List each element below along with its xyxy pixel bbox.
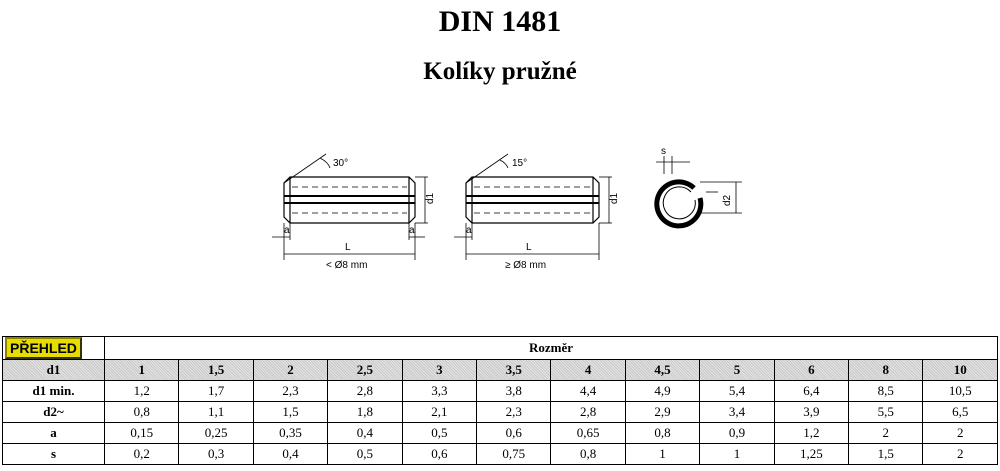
table-cell: 4,4: [550, 380, 626, 402]
group-header: Rozměr: [104, 336, 998, 360]
row-label: s: [2, 443, 105, 465]
table-cell: 0,8: [624, 422, 701, 444]
table-cell: 2,3: [252, 380, 329, 402]
section-s-label: s: [661, 146, 666, 157]
cross-section-drawing: [654, 156, 742, 229]
row-label: a: [2, 422, 105, 444]
table-cell: 3,4: [699, 401, 775, 423]
technical-drawing: 30° a a L d1 < Ø8 mm 15° a L d1 ≥ Ø8 mm: [272, 146, 742, 271]
table-row: s 0,2 0,3 0,4 0,5 0,6 0,75 0,8 1 1 1,25 …: [2, 443, 998, 465]
table-cell: 0,15: [103, 422, 180, 444]
table-cell: 4: [550, 359, 626, 381]
table-cell: 2: [922, 422, 998, 444]
table-cell: 8,5: [848, 380, 924, 402]
table-cell: 1,25: [773, 443, 850, 465]
table-cell: 2: [252, 359, 329, 381]
row-label: d1: [2, 359, 105, 381]
table-cell: 6,5: [922, 401, 998, 423]
table-cell: 0,6: [401, 443, 478, 465]
table-cell: 0,3: [178, 443, 254, 465]
table-cell: 10,5: [922, 380, 998, 402]
table-cell: 1,2: [773, 422, 850, 444]
pin-large-range-label: ≥ Ø8 mm: [505, 260, 546, 271]
table-cell: 0,5: [327, 443, 403, 465]
table-cell: 1,5: [178, 359, 254, 381]
table-cell: 0,25: [178, 422, 254, 444]
section-d2-label: d2: [722, 194, 733, 206]
table-cell: 3,5: [476, 359, 552, 381]
table-cell: 1,5: [848, 443, 924, 465]
table-cell: 0,65: [550, 422, 626, 444]
table-cell: 0,4: [252, 443, 329, 465]
table-cell: 1,7: [178, 380, 254, 402]
row-label: d1 min.: [2, 380, 105, 402]
table-cell: 0,75: [476, 443, 552, 465]
table-cell: 4,9: [624, 380, 701, 402]
page-title: DIN 1481: [438, 5, 562, 38]
pin-large-angle-label: 15°: [512, 158, 527, 169]
table-cell: 2,9: [624, 401, 701, 423]
table-cell: 1,2: [103, 380, 180, 402]
dimension-table: PŘEHLED Rozměr d1 1 1,5 2 2,5 3 3,5 4 4,…: [2, 336, 998, 465]
pin-large-a-label: a: [466, 225, 472, 236]
table-cell: 1,8: [327, 401, 403, 423]
table-cell: 2: [922, 443, 998, 465]
table-cell: 4,5: [624, 359, 701, 381]
table-cell: 10: [922, 359, 998, 381]
table-cell: 2,8: [327, 380, 403, 402]
pin-small-angle-label: 30°: [333, 158, 348, 169]
pin-small-d1-label: d1: [425, 192, 436, 204]
pin-small-a-left-label: a: [284, 225, 290, 236]
table-row: d1 min. 1,2 1,7 2,3 2,8 3,3 3,8 4,4 4,9 …: [2, 380, 998, 402]
table-cell: 5,5: [848, 401, 924, 423]
page-subtitle: Kolíky pružné: [423, 58, 577, 85]
table-cell: 6: [773, 359, 850, 381]
table-cell: 1: [699, 443, 775, 465]
pin-small-range-label: < Ø8 mm: [326, 260, 367, 271]
table-cell: 3,3: [401, 380, 478, 402]
pin-large-d1-label: d1: [609, 192, 620, 204]
table-row: d2~ 0,8 1,1 1,5 1,8 2,1 2,3 2,8 2,9 3,4 …: [2, 401, 998, 423]
table-row: d1 1 1,5 2 2,5 3 3,5 4 4,5 5 6 8 10: [2, 359, 998, 381]
pin-small-a-right-label: a: [409, 225, 415, 236]
table-cell: 0,8: [550, 443, 626, 465]
table-cell: 1,1: [178, 401, 254, 423]
overview-button[interactable]: PŘEHLED: [5, 337, 82, 359]
table-cell: 1: [624, 443, 701, 465]
table-cell: 3: [401, 359, 478, 381]
table-cell: 0,6: [476, 422, 552, 444]
table-cell: 1: [103, 359, 180, 381]
overview-cell: PŘEHLED: [2, 336, 105, 360]
table-cell: 2,1: [401, 401, 478, 423]
table-cell: 1,5: [252, 401, 329, 423]
table-cell: 2,5: [327, 359, 403, 381]
table-cell: 0,8: [103, 401, 180, 423]
table-cell: 0,5: [401, 422, 478, 444]
table-cell: 0,9: [699, 422, 775, 444]
pin-large-L-label: L: [526, 242, 532, 253]
table-cell: 5,4: [699, 380, 775, 402]
table-cell: 2,8: [550, 401, 626, 423]
table-row: a 0,15 0,25 0,35 0,4 0,5 0,6 0,65 0,8 0,…: [2, 422, 998, 444]
table-cell: 8: [848, 359, 924, 381]
table-cell: 0,35: [252, 422, 329, 444]
pin-small-L-label: L: [345, 242, 351, 253]
table-cell: 0,4: [327, 422, 403, 444]
pin-large-drawing: [454, 153, 612, 260]
table-cell: 2,3: [476, 401, 552, 423]
table-cell: 0,2: [103, 443, 180, 465]
pin-small-drawing: [272, 153, 428, 260]
row-label: d2~: [2, 401, 105, 423]
table-cell: 2: [848, 422, 924, 444]
table-cell: 3,9: [773, 401, 850, 423]
table-cell: 5: [699, 359, 775, 381]
table-cell: 3,8: [476, 380, 552, 402]
table-cell: 6,4: [773, 380, 850, 402]
